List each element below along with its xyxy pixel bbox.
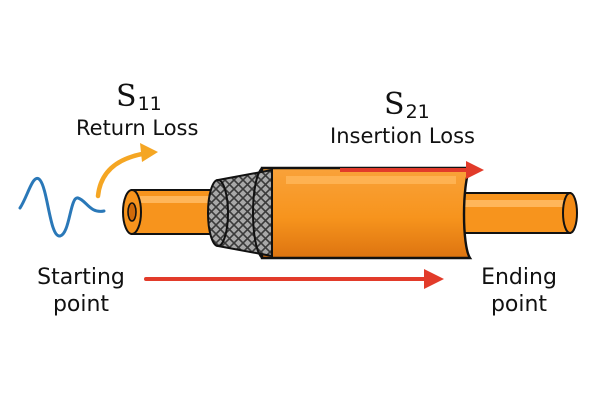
ending-point-label: Ending point bbox=[481, 265, 557, 317]
s11-subscript: 11 bbox=[137, 93, 162, 115]
s11-symbol: S11 bbox=[116, 79, 162, 115]
s21-symbol: S21 bbox=[384, 87, 430, 123]
s21-arrow-icon bbox=[340, 161, 484, 179]
center-conductor-right bbox=[459, 192, 578, 234]
s21-caption: Insertion Loss bbox=[330, 124, 475, 148]
starting-point-label: Starting point bbox=[37, 265, 125, 317]
forward-arrow-icon bbox=[144, 269, 444, 289]
s11-caption: Return Loss bbox=[76, 116, 199, 140]
return-arrow-icon bbox=[95, 143, 158, 199]
outer-jacket bbox=[260, 166, 473, 260]
sine-wave-icon bbox=[18, 176, 106, 238]
s21-subscript: 21 bbox=[405, 101, 430, 123]
braided-shield-icon bbox=[207, 167, 273, 259]
